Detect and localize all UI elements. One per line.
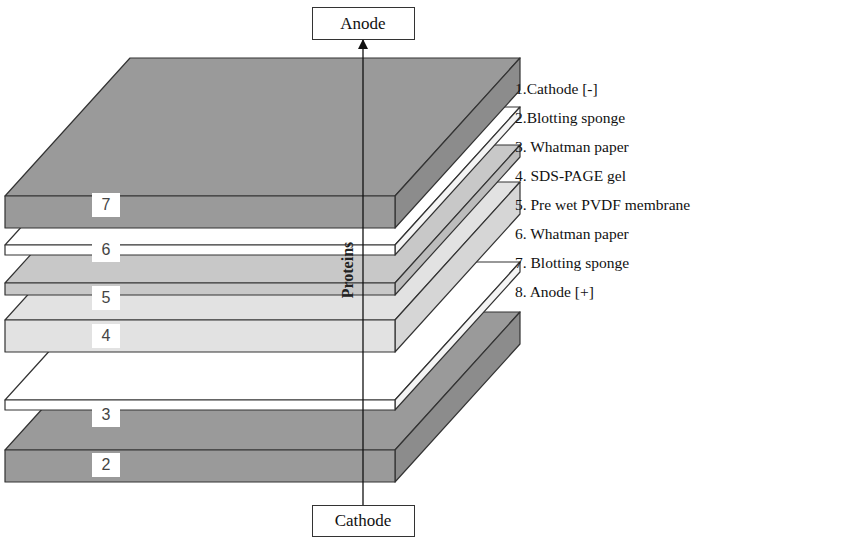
sponge-slab-face xyxy=(5,450,395,482)
paper-slab-face xyxy=(5,400,395,410)
callout-number: 4 xyxy=(92,324,120,348)
callout-number: 2 xyxy=(92,453,120,477)
paper-slab-face xyxy=(5,245,395,255)
legend-item: 8. Anode [+] xyxy=(515,283,594,301)
cathode-box: Cathode xyxy=(312,505,415,537)
legend-item: 6. Whatman paper xyxy=(515,225,629,243)
gel-slab-face xyxy=(5,320,395,352)
sponge-slab xyxy=(5,58,520,228)
anode-box: Anode xyxy=(312,7,415,40)
callout-number: 3 xyxy=(92,403,120,427)
legend-item: 3. Whatman paper xyxy=(515,138,629,156)
legend-item: 2.Blotting sponge xyxy=(515,109,625,127)
edge-label: Proteins xyxy=(339,242,357,299)
legend-item: 5. Pre wet PVDF membrane xyxy=(515,196,690,214)
callout-number: 7 xyxy=(92,193,120,217)
legend-item: 4. SDS-PAGE gel xyxy=(515,167,626,185)
sponge-slab-face xyxy=(5,196,395,228)
legend-item: 1.Cathode [-] xyxy=(515,80,598,98)
legend-item: 7. Blotting sponge xyxy=(515,254,629,272)
callout-number: 5 xyxy=(92,286,120,310)
callout-number: 6 xyxy=(92,238,120,262)
electrode-label: Cathode xyxy=(335,511,392,531)
sponge-slab-face xyxy=(395,58,520,228)
electrode-label: Anode xyxy=(340,14,385,34)
protein-transfer-arrow xyxy=(362,40,363,505)
membrane-slab-face xyxy=(5,283,395,295)
